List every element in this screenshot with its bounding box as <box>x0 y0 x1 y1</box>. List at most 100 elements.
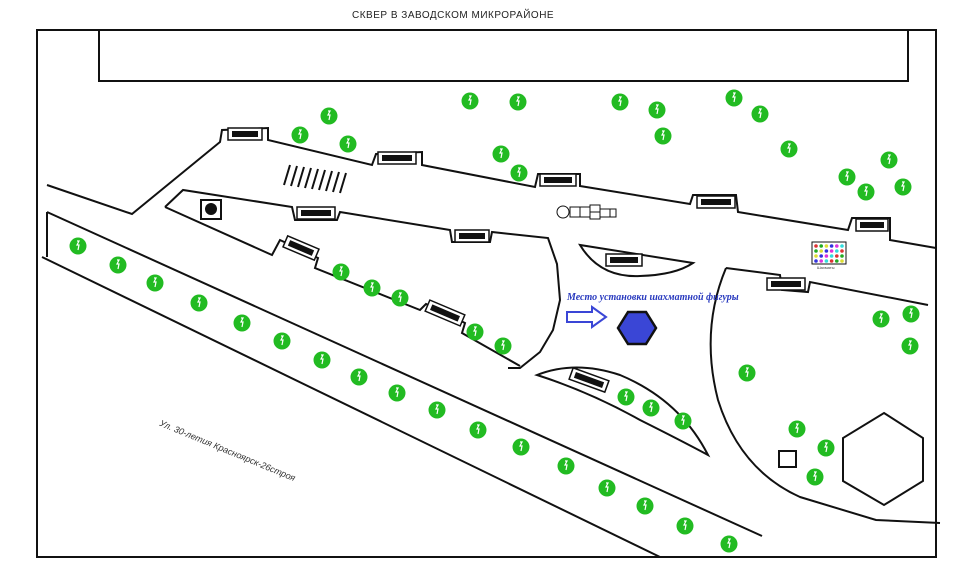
tree-glyph <box>745 367 749 378</box>
chess-table-dot <box>814 254 818 258</box>
right-lawn-edge <box>709 267 941 524</box>
tree-icon <box>611 93 629 111</box>
tree-icon <box>109 256 127 274</box>
tree-glyph <box>280 335 284 346</box>
tree-icon <box>291 126 309 144</box>
tree-icon <box>872 310 890 328</box>
tree-icon <box>648 101 666 119</box>
chess-table-dot <box>819 259 823 263</box>
chess-table-dot <box>840 249 844 253</box>
tree-icon <box>492 145 510 163</box>
tree-glyph <box>519 441 523 452</box>
tree-icon <box>428 401 446 419</box>
tree-glyph <box>398 292 402 303</box>
tree-glyph <box>605 482 609 493</box>
tree-icon <box>806 468 824 486</box>
tree-icon <box>598 479 616 497</box>
central-top-bed <box>578 243 696 278</box>
building-outline <box>98 29 909 82</box>
tree-glyph <box>824 442 828 453</box>
tree-icon <box>339 135 357 153</box>
tree-icon <box>146 274 164 292</box>
tree-icon <box>902 305 920 323</box>
tree-glyph <box>813 471 817 482</box>
tree-icon <box>674 412 692 430</box>
tree-glyph <box>240 317 244 328</box>
tree-glyph <box>795 423 799 434</box>
tree-icon <box>617 388 635 406</box>
tree-glyph <box>681 415 685 426</box>
tree-glyph <box>468 95 472 106</box>
chess-figure-location-marker[interactable] <box>616 310 658 346</box>
tree-glyph <box>153 277 157 288</box>
tree-glyph <box>197 297 201 308</box>
tree-icon <box>738 364 756 382</box>
plan-title: СКВЕР В ЗАВОДСКОМ МИКРОРАЙОНЕ <box>352 10 555 21</box>
tree-glyph <box>661 130 665 141</box>
tree-glyph <box>516 96 520 107</box>
tree-glyph <box>901 181 905 192</box>
street-edge-lower <box>41 256 661 558</box>
tree-icon <box>350 368 368 386</box>
tree-glyph <box>327 110 331 121</box>
tree-glyph <box>618 96 622 107</box>
tree-icon <box>233 314 251 332</box>
tree-icon <box>642 399 660 417</box>
tree-icon <box>654 127 672 145</box>
chess-game-table <box>811 241 847 265</box>
tree-icon <box>69 237 87 255</box>
trees <box>69 89 920 553</box>
tree-icon <box>901 337 919 355</box>
tree-glyph <box>517 167 521 178</box>
tree-glyph <box>76 240 80 251</box>
tree-glyph <box>435 404 439 415</box>
chess-table-dot <box>814 244 818 248</box>
hopscotch <box>556 204 617 220</box>
tree-glyph <box>845 171 849 182</box>
tree-icon <box>273 332 291 350</box>
tree-icon <box>838 168 856 186</box>
tree-glyph <box>395 387 399 398</box>
tree-glyph <box>649 402 653 413</box>
chess-table-dot <box>814 249 818 253</box>
tree-glyph <box>879 313 883 324</box>
tree-icon <box>817 439 835 457</box>
tree-glyph <box>787 143 791 154</box>
tree-icon <box>676 517 694 535</box>
tree-icon <box>636 497 654 515</box>
tree-glyph <box>908 340 912 351</box>
tree-glyph <box>476 424 480 435</box>
tree-glyph <box>346 138 350 149</box>
tree-glyph <box>909 308 913 319</box>
tree-icon <box>388 384 406 402</box>
tree-icon <box>332 263 350 281</box>
tree-glyph <box>655 104 659 115</box>
tree-glyph <box>473 326 477 337</box>
tree-glyph <box>758 108 762 119</box>
benches <box>227 127 889 394</box>
tree-glyph <box>339 266 343 277</box>
tree-icon <box>320 107 338 125</box>
tree-icon <box>313 351 331 369</box>
tree-glyph <box>357 371 361 382</box>
chess-table-dot <box>819 249 823 253</box>
chess-table-dot <box>835 249 839 253</box>
tree-icon <box>720 535 738 553</box>
tree-icon <box>510 164 528 182</box>
chess-table-dot <box>824 259 829 263</box>
chess-table-dot <box>840 244 844 248</box>
chess-table-dot <box>814 259 818 263</box>
tree-glyph <box>887 154 891 165</box>
chess-table-dot <box>829 259 834 263</box>
chess-table-dot <box>835 244 839 248</box>
street-edge-upper <box>46 211 763 537</box>
hexagon-playground <box>842 411 924 507</box>
main-alley-upper-edge <box>46 126 937 249</box>
tree-icon <box>363 279 381 297</box>
chess-table-dot <box>824 249 829 253</box>
tree-icon <box>391 289 409 307</box>
plan-frame <box>36 29 937 558</box>
chess-table-dot <box>840 254 844 258</box>
tree-icon <box>466 323 484 341</box>
